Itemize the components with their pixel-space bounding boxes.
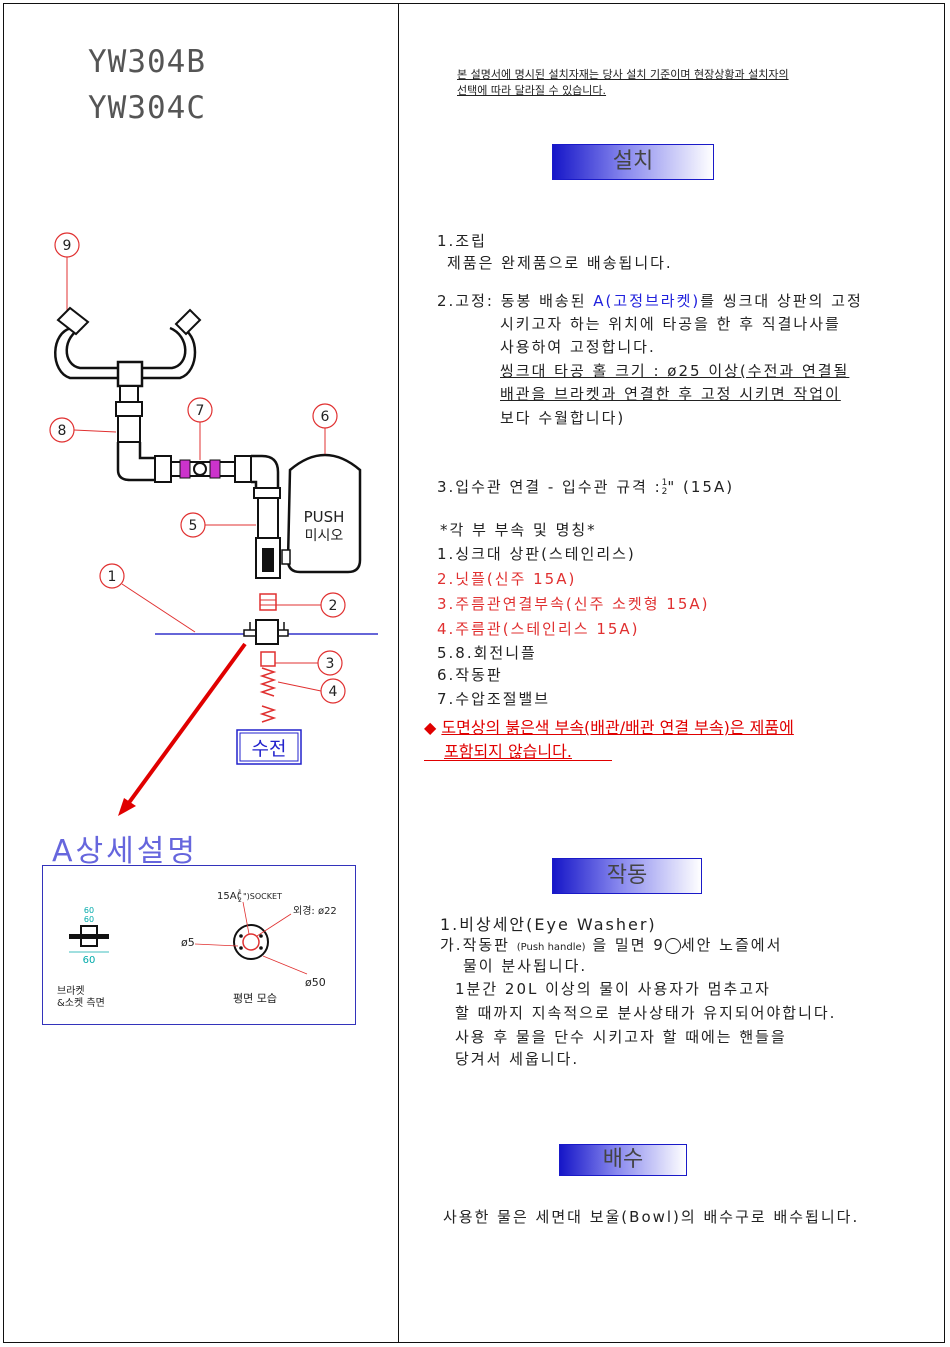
install-step2-note1: 씽크대 타공 홀 크기 : ø25 이상(수전과 연결될	[500, 362, 850, 380]
side-label-2: &소켓 측면	[57, 997, 105, 1009]
callout-5: 5	[189, 518, 198, 534]
parts-item-2: 2.닛플(신주 15A)	[437, 570, 577, 588]
step3-prefix: 3.입수관 연결 - 입수관 규격 :	[437, 478, 662, 496]
step2-highlight: A(고정브라켓)	[593, 292, 701, 310]
warning-underline	[424, 760, 612, 761]
operation-para-2: 할 때까지 지속적으로 분사상태가 유지되어야합니다.	[455, 1004, 837, 1022]
operation-para-1: 1분간 20L 이상의 물이 사용자가 멈추고자	[455, 980, 771, 998]
install-step2-note3: 보다 수월합니다)	[500, 409, 626, 427]
socket-suffix: ")SOCKET	[243, 892, 282, 901]
callout-2: 2	[329, 598, 338, 614]
install-step2-line1: 2.고정: 동봉 배송된 A(고정브라켓)를 씽크대 상판의 고정	[437, 290, 863, 311]
install-step2-note2: 배관을 브라켓과 연결한 후 고정 시키면 작업이	[500, 385, 841, 403]
callout-8: 8	[58, 423, 67, 439]
parts-item-6: 6.작동판	[437, 666, 503, 684]
dim-60-bottom: 60	[83, 955, 96, 966]
detail-drawing: 60 60 60 브라켓 &소켓 측면 15A( 1 2 ")SOCKET 외경…	[57, 889, 337, 1009]
parts-heading: *각 부 부속 및 명칭*	[440, 521, 597, 539]
plan-label: 평면 모습	[233, 992, 277, 1005]
model-name-1: YW304B	[88, 44, 206, 80]
operation-para-3: 사용 후 물을 단수 시키고자 할 때에는 핸들을	[455, 1028, 787, 1046]
step2-prefix: 2.고정: 동봉 배송된	[437, 292, 594, 310]
operation-title: 1.비상세안(Eye Washer)	[440, 915, 657, 934]
detail-title: A상세설명	[52, 834, 198, 869]
section-install-heading: 설치	[552, 144, 714, 180]
socket-frac-den: 2	[238, 897, 242, 904]
install-step1-title: 1.조립	[437, 232, 487, 250]
notice-line-1: 본 설명서에 명시된 설치자재는 당사 설치 기준이며 현장상황과 설치자의	[457, 68, 789, 81]
operation-line2: 물이 분사됩니다.	[463, 957, 588, 975]
callout-4: 4	[329, 684, 338, 700]
eyewash-diagram: 9 PUSH 미시오 6 7 8 5 2	[49, 232, 378, 816]
callout-1: 1	[108, 569, 117, 585]
step3-frac-den: 2	[661, 486, 668, 497]
detail-box: 60 60 60 브라켓 &소켓 측면 15A( 1 2 ")SOCKET 외경…	[42, 865, 356, 1025]
step3-frac-num: 1	[661, 477, 668, 488]
push-handle-label: (Push handle)	[516, 942, 586, 953]
parts-item-1: 1.싱크대 상판(스테인리스)	[437, 545, 636, 563]
dim-60-mid: 60	[84, 915, 94, 924]
socket-frac-num: 1	[238, 889, 242, 896]
operation-para-4: 당겨서 세웁니다.	[455, 1050, 580, 1068]
push-label: PUSH	[304, 508, 345, 526]
step3-suffix: " (15A)	[667, 478, 735, 496]
section-operation-heading: 작동	[552, 858, 702, 894]
dim-60-top: 60	[84, 906, 94, 915]
warning-line-2: 포함되지 않습니다.	[444, 742, 572, 761]
step2-suffix: 를 씽크대 상판의 고정	[700, 292, 863, 310]
side-label-1: 브라켓	[57, 985, 85, 997]
callout-7: 7	[196, 403, 205, 419]
install-step2-line3: 사용하여 고정합니다.	[500, 338, 656, 356]
callout-6: 6	[321, 409, 330, 425]
outer-dia-label: 외경: ø22	[293, 904, 337, 917]
notice-line-2: 선택에 따라 달라질 수 있습니다.	[457, 84, 607, 97]
warning-diamond-icon: ◆	[424, 718, 437, 737]
push-label-kr: 미시오	[305, 528, 344, 544]
d5-label: ø5	[181, 936, 195, 949]
page-frame	[3, 3, 945, 1343]
install-step1-body: 제품은 완제품으로 배송됩니다.	[447, 254, 673, 272]
parts-item-4: 4.주름관(스테인리스 15A)	[437, 620, 640, 638]
parts-item-3: 3.주름관연결부속(신주 소켓형 15A)	[437, 595, 710, 613]
parts-item-5: 5.8.회전니플	[437, 644, 537, 662]
drain-text: 사용한 물은 세면대 보울(Bowl)의 배수구로 배수됩니다.	[443, 1208, 860, 1226]
warning-line-1: ◆ 도면상의 붉은색 부속(배관/배관 연결 부속)은 제품에	[424, 718, 794, 737]
callout-9: 9	[63, 238, 72, 254]
model-name-2: YW304C	[88, 90, 206, 126]
faucet-label: 수전	[252, 738, 287, 760]
callout-3: 3	[326, 656, 335, 672]
d50-label: ø50	[305, 976, 326, 989]
section-drain-heading: 배수	[559, 1144, 687, 1176]
column-divider	[398, 3, 399, 1343]
nozzle-circle-icon	[664, 937, 681, 954]
socket-label: 15A(	[217, 891, 241, 902]
install-step2-line2: 시키고자 하는 위치에 타공을 한 후 직결나사를	[500, 315, 841, 333]
parts-item-7: 7.수압조절밸브	[437, 690, 551, 708]
